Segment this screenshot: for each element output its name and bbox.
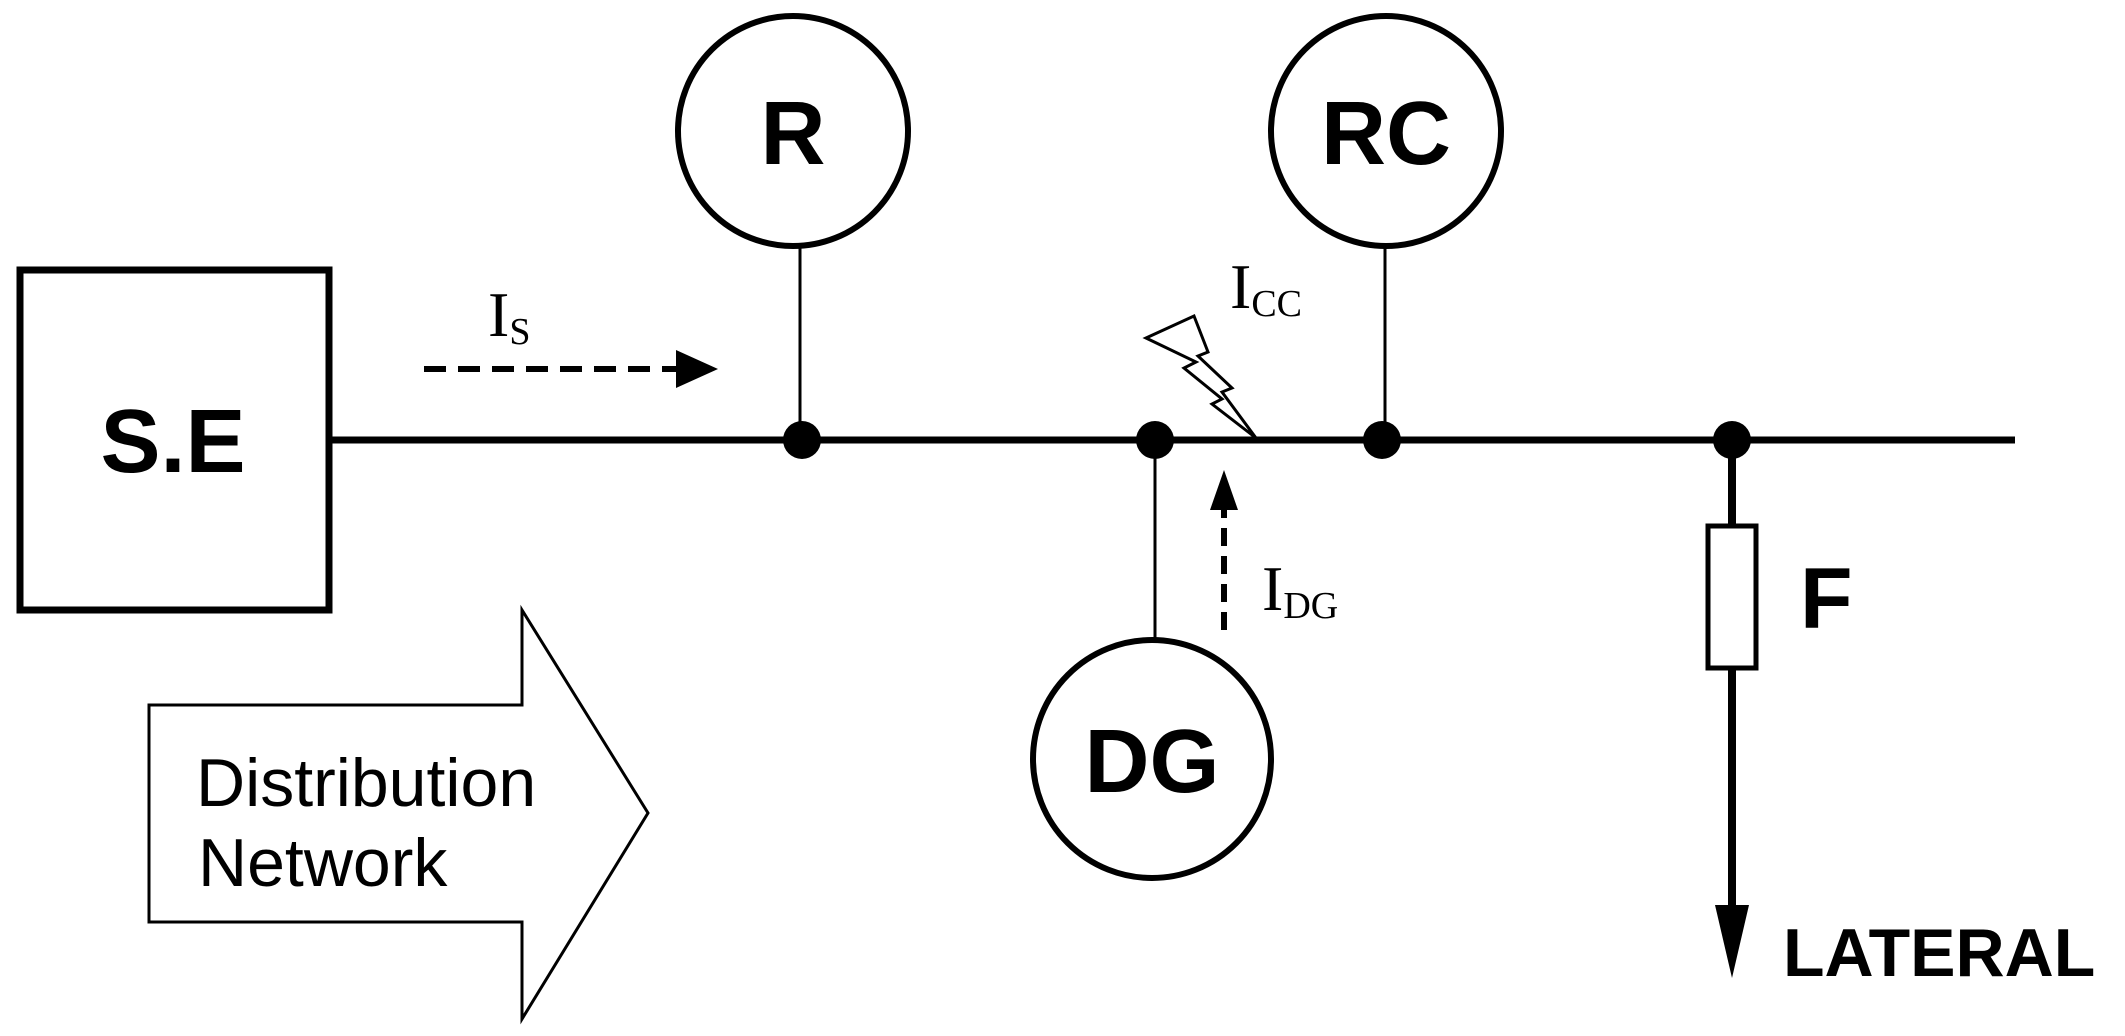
dg-current-arrowhead — [1210, 470, 1238, 510]
lateral-label: LATERAL — [1783, 915, 2095, 991]
source-current-symbol: I — [488, 279, 509, 350]
short-circuit-current-subscript: CC — [1251, 283, 1302, 325]
distribution-network-arrow: Distribution Network — [147, 604, 650, 1025]
rc-node-dot — [1363, 421, 1401, 459]
substation-box — [16, 266, 333, 614]
source-current-label: IS — [488, 279, 530, 353]
source-current-subscript: S — [509, 311, 530, 353]
dg-node-dot — [1136, 421, 1174, 459]
dg-current-arrow — [1210, 470, 1238, 630]
dg-circle — [1030, 637, 1274, 881]
r-circle — [675, 13, 911, 249]
block-arrow-shape — [147, 604, 650, 1025]
rc-circle — [1268, 13, 1504, 249]
r-device: R — [675, 13, 911, 459]
fault-lightning-icon — [1142, 313, 1258, 440]
source-current-arrowhead — [676, 350, 718, 388]
fuse-label: F — [1800, 551, 1853, 647]
lateral-branch — [1705, 421, 1759, 978]
network-arrow-line2: Network — [198, 825, 448, 901]
dg-current-symbol: I — [1262, 553, 1283, 624]
dg-current-subscript: DG — [1283, 585, 1338, 627]
r-node-dot — [783, 421, 821, 459]
short-circuit-current-label: ICC — [1230, 251, 1302, 325]
fuse-symbol — [1705, 523, 1759, 671]
network-arrow-line1: Distribution — [196, 745, 536, 821]
lateral-arrowhead — [1715, 905, 1749, 978]
substation-block: S.E — [16, 266, 333, 614]
substation-label: S.E — [100, 392, 245, 492]
dg-device: DG — [1030, 421, 1274, 881]
dg-current-label: IDG — [1262, 553, 1338, 627]
rc-device: RC — [1268, 13, 1504, 459]
short-circuit-current-symbol: I — [1230, 251, 1251, 322]
source-current-arrow — [424, 350, 718, 388]
dg-label: DG — [1085, 712, 1220, 812]
rc-label: RC — [1321, 84, 1451, 184]
r-label: R — [761, 84, 826, 184]
